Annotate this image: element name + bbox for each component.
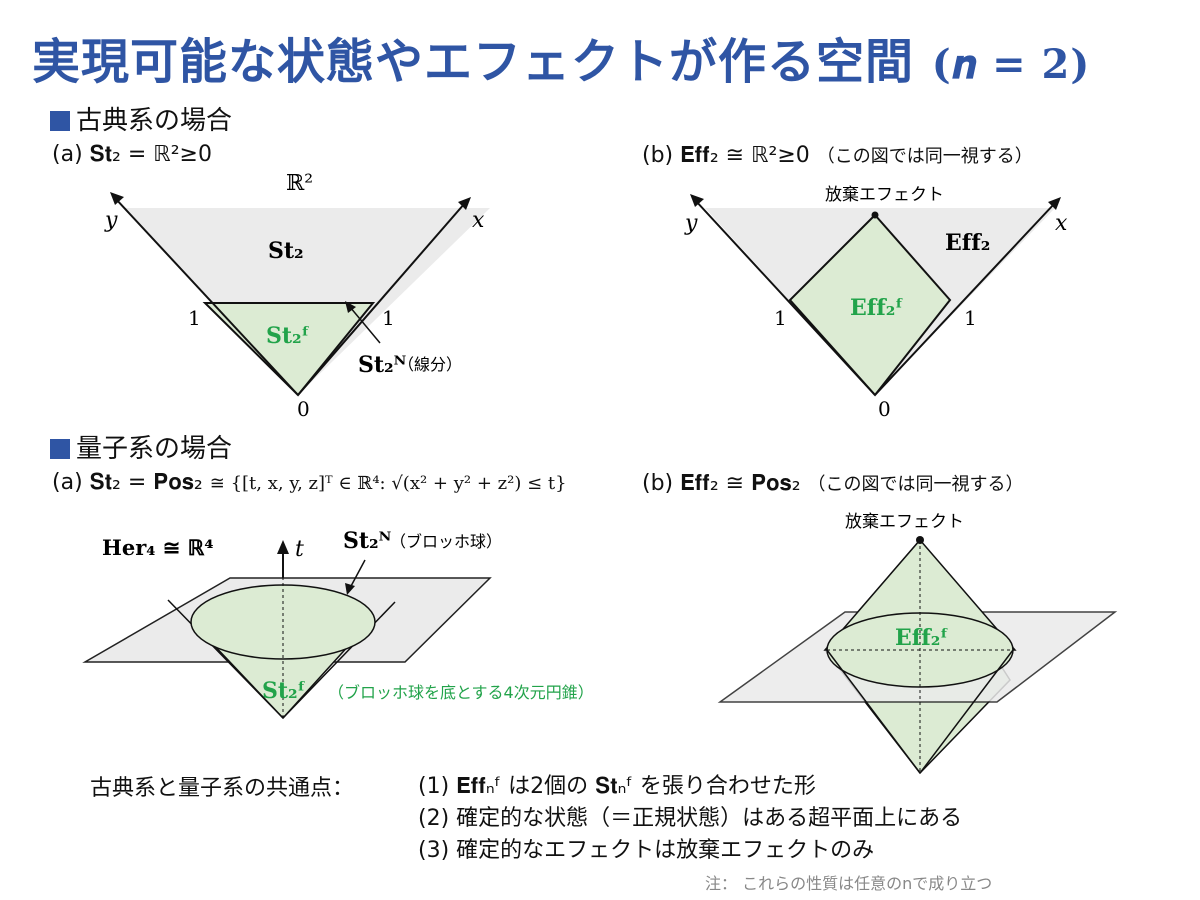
- quantum-b-label: (b) 𝐄𝐟𝐟₂ ≅ 𝐏𝐨𝐬₂ （この図では同一視する）: [642, 470, 1024, 496]
- pointer-arrow-icon: [345, 583, 355, 595]
- st2-label: 𝐒𝐭₂: [268, 238, 304, 264]
- discard-point: [871, 211, 879, 219]
- bullet-square-icon: [50, 111, 70, 131]
- quantum-effects-diagram: 放棄エフェクト 𝐄𝐟𝐟₂ᶠ: [717, 512, 1118, 775]
- st2N-note: （線分）: [398, 355, 462, 374]
- quantum-states-diagram: 𝐇𝐞𝐫₄ ≅ ℝ⁴ t 𝐒𝐭₂ᴺ （ブロッホ球） 𝐒𝐭₂ᶠ （ブロッホ球を底とす…: [82, 528, 594, 720]
- pointer-arrow-icon: [345, 301, 356, 313]
- classical-heading-text: 古典系の場合: [76, 106, 233, 136]
- quantum-a-label-text: (a) 𝐒𝐭₂ = 𝐏𝐨𝐬₂: [52, 470, 203, 495]
- t-arrowhead-icon: [277, 540, 289, 554]
- st2N-label: 𝐒𝐭₂ᴺ: [358, 352, 407, 378]
- footnote: 注： これらの性質は任意のnで成り立つ: [705, 874, 993, 893]
- st2F-label: 𝐒𝐭₂ᶠ: [266, 323, 310, 349]
- quantum-b-note: （この図では同一視する）: [807, 474, 1024, 495]
- bloch-label: （ブロッホ球）: [390, 532, 502, 551]
- zero-label: 0: [878, 397, 891, 421]
- one-right-label: 1: [964, 306, 977, 330]
- discard-label: 放棄エフェクト: [825, 185, 944, 205]
- discard-point: [916, 536, 924, 544]
- x-arrowhead-icon: [1048, 197, 1061, 210]
- classical-effects-diagram: 放棄エフェクト y x 𝐄𝐟𝐟₂ 𝐄𝐟𝐟₂ᶠ 1 1 0: [684, 185, 1068, 421]
- one-right-label: 1: [382, 306, 395, 330]
- her4-label: 𝐇𝐞𝐫₄ ≅ ℝ⁴: [102, 535, 214, 560]
- classical-a-label: (a) 𝐒𝐭₂ = ℝ²≥0: [52, 142, 212, 167]
- title-text: 実現可能な状態やエフェクトが作る空間: [32, 34, 915, 90]
- st2F-region: [202, 302, 376, 397]
- y-arrowhead-icon: [110, 192, 124, 205]
- eff2F-label: 𝐄𝐟𝐟₂ᶠ: [895, 625, 949, 651]
- quantum-heading: 量子系の場合: [50, 428, 232, 465]
- axis-y-label: y: [684, 211, 698, 236]
- quantum-a-formula: ≅ {[t, x, y, z]ᵀ ∈ ℝ⁴: √(x² + y² + z²) ≤…: [209, 473, 567, 494]
- x-arrowhead-icon: [458, 197, 471, 210]
- axis-x-label: x: [1055, 211, 1068, 236]
- st2F-label: 𝐒𝐭₂ᶠ: [262, 678, 306, 704]
- st2-region: [125, 208, 490, 395]
- r2-label: ℝ²: [286, 171, 313, 196]
- bullet-square-icon: [50, 439, 70, 459]
- quantum-heading-text: 量子系の場合: [76, 434, 233, 464]
- one-left-label: 1: [188, 306, 201, 330]
- eff2-label: 𝐄𝐟𝐟₂: [945, 230, 990, 256]
- quantum-a-label: (a) 𝐒𝐭₂ = 𝐏𝐨𝐬₂ ≅ {[t, x, y, z]ᵀ ∈ ℝ⁴: √(…: [52, 470, 567, 495]
- zero-label: 0: [297, 397, 310, 421]
- title-math: (𝒏 = 2): [931, 41, 1091, 88]
- cone-note: （ブロッホ球を底とする4次元円錐）: [328, 683, 594, 702]
- classical-b-label-text: (b) 𝐄𝐟𝐟₂ ≅ ℝ²≥0: [642, 143, 810, 168]
- common-item-3: (3) 確定的なエフェクトは放棄エフェクトのみ: [418, 838, 875, 863]
- classical-b-label: (b) 𝐄𝐟𝐟₂ ≅ ℝ²≥0 （この図では同一視する）: [642, 142, 1033, 168]
- axis-t-label: t: [295, 537, 304, 562]
- classical-states-diagram: ℝ² y x 𝐒𝐭₂ 𝐒𝐭₂ᶠ 1 1 0 𝐒𝐭₂ᴺ （線分）: [104, 171, 490, 421]
- st2N-label: 𝐒𝐭₂ᴺ: [343, 528, 392, 554]
- axis-y-label: y: [104, 208, 118, 233]
- discard-label: 放棄エフェクト: [845, 512, 964, 532]
- classical-b-note: （この図では同一視する）: [816, 146, 1033, 167]
- quantum-b-label-text: (b) 𝐄𝐟𝐟₂ ≅ 𝐏𝐨𝐬₂: [642, 471, 801, 496]
- axis-x-label: x: [472, 208, 485, 233]
- common-heading: 古典系と量子系の共通点：: [90, 776, 355, 801]
- y-arrowhead-icon: [690, 194, 704, 207]
- common-item-1: (1) 𝐄𝐟𝐟ₙᶠ は2個の 𝐒𝐭ₙᶠ を張り合わせた形: [418, 774, 816, 799]
- eff2F-label: 𝐄𝐟𝐟₂ᶠ: [850, 295, 904, 321]
- one-left-label: 1: [774, 306, 787, 330]
- page-title: 実現可能な状態やエフェクトが作る空間 (𝒏 = 2): [32, 22, 1090, 92]
- classical-heading: 古典系の場合: [50, 100, 232, 137]
- common-item-2: (2) 確定的な状態（＝正規状態）はある超平面上にある: [418, 806, 963, 831]
